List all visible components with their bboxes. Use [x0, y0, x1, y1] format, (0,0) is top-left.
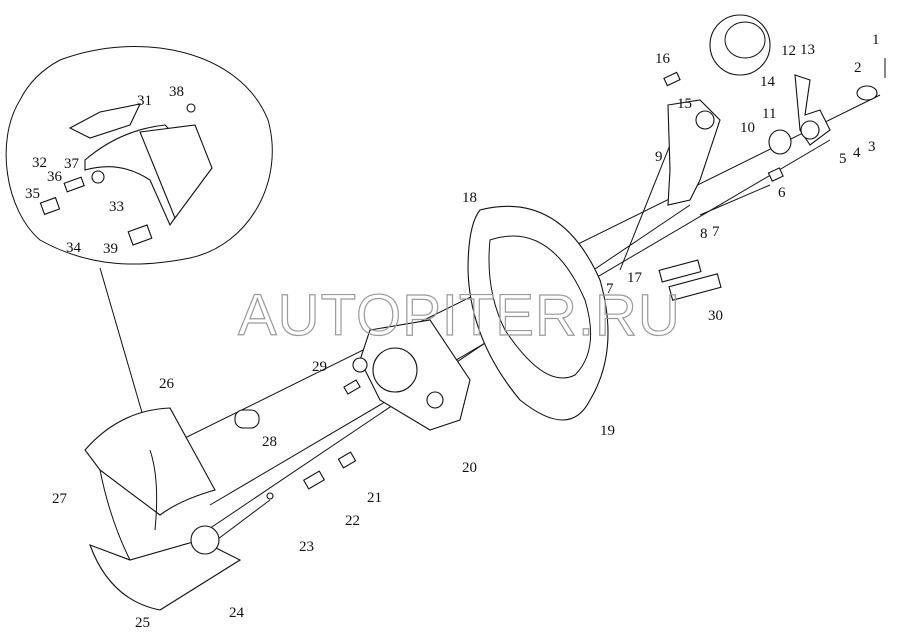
detail-leader-line [99, 267, 151, 441]
callout-4: 4 [853, 145, 861, 161]
callout-24: 24 [229, 605, 245, 621]
callout-37: 37 [64, 156, 80, 172]
callout-8: 8 [700, 226, 708, 242]
dust-shield [467, 205, 609, 421]
callout-29: 29 [312, 359, 327, 375]
brake-spider [352, 319, 471, 431]
callout-26: 26 [159, 376, 175, 392]
callout-14: 14 [760, 74, 776, 90]
shoe-detail-parts [39, 103, 213, 246]
callout-35: 35 [25, 186, 40, 202]
callout-38: 38 [169, 84, 184, 100]
callout-6: 6 [778, 185, 786, 201]
callout-23: 23 [299, 539, 314, 555]
callout-12: 12 [781, 43, 796, 59]
callout-7: 7 [712, 224, 720, 240]
callout-33: 33 [109, 199, 124, 215]
callout-11: 11 [762, 106, 776, 122]
callout-21: 21 [367, 490, 382, 506]
callout-20: 20 [462, 460, 477, 476]
callout-17: 17 [627, 270, 643, 286]
callout-39: 39 [103, 241, 118, 257]
callout-19: 19 [600, 423, 615, 439]
callout-28: 28 [262, 434, 277, 450]
callout-7b: 7 [606, 281, 614, 297]
callout-1: 1 [872, 32, 880, 48]
callout-3: 3 [868, 139, 876, 155]
callout-2: 2 [854, 60, 862, 76]
callout-labels: 1 2 3 4 5 6 7 8 9 10 11 12 13 14 15 16 7… [25, 32, 880, 631]
camshaft-parts [266, 259, 722, 500]
callout-34: 34 [66, 240, 82, 256]
callout-32: 32 [32, 155, 47, 171]
watermark: AUTOPITER.RU [238, 283, 681, 348]
callout-13: 13 [800, 42, 815, 58]
detail-lens-outline [5, 46, 273, 265]
callout-27: 27 [52, 491, 68, 507]
callout-5: 5 [839, 151, 847, 167]
callout-9: 9 [655, 149, 663, 165]
callout-18: 18 [462, 190, 477, 206]
brake-shoes [84, 407, 260, 611]
callout-30: 30 [708, 308, 723, 324]
callout-10: 10 [740, 120, 755, 136]
callout-15: 15 [677, 96, 692, 112]
callout-31: 31 [137, 93, 152, 109]
callout-25: 25 [135, 615, 150, 631]
callout-36: 36 [47, 169, 63, 185]
brake-chamber-and-slack-adjuster [663, 14, 886, 206]
callout-22: 22 [345, 513, 360, 529]
callout-16: 16 [655, 51, 671, 67]
